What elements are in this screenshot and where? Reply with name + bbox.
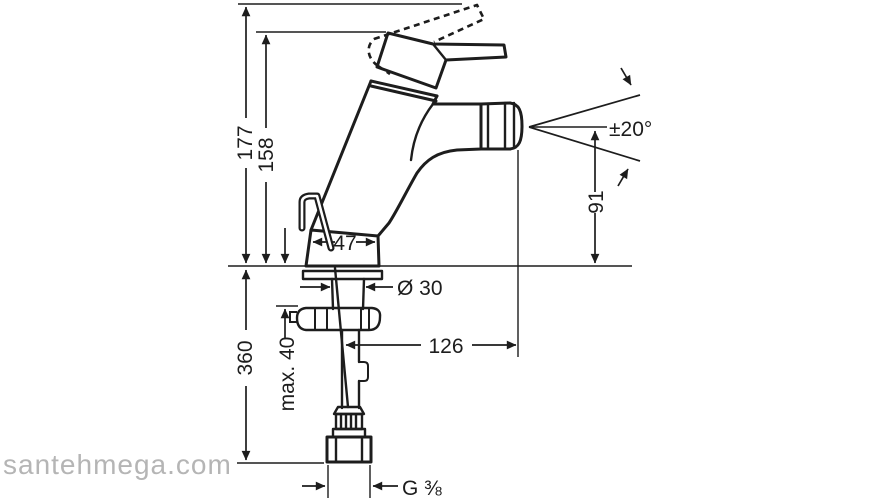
- dim-max-thickness-label: max. 40: [276, 337, 299, 412]
- dim-spout-reach-label: 126: [428, 335, 463, 358]
- swivel-angle-annotation: [528, 67, 641, 187]
- handle-raised-position-dashed: [367, 3, 486, 76]
- dim-body-width-label: 47: [333, 232, 356, 255]
- reference-lines: [228, 3, 632, 498]
- faucet-outline: [298, 31, 524, 268]
- dim-swivel-angle-label: ±20°: [609, 118, 652, 141]
- dim-total-height-label: 177: [234, 125, 257, 160]
- handle-lever: [375, 31, 508, 90]
- dimension-labels: 177 158 360 max. 40 91 47 Ø 30 126 ±20° …: [234, 118, 652, 500]
- dim-aerator-height-label: 91: [585, 190, 608, 213]
- escutcheon-plate: [301, 269, 384, 281]
- pop-up-rod: [298, 192, 335, 252]
- below-deck-assembly: [289, 266, 384, 464]
- hose-connector-nut: [325, 435, 373, 464]
- dim-spout-top-height-label: 158: [255, 137, 278, 172]
- dim-shank-diameter-label: Ø 30: [397, 277, 443, 300]
- watermark-text: santehmega.com: [3, 449, 232, 480]
- dim-hose-length-label: 360: [234, 340, 257, 375]
- dimension-lines: [241, 6, 600, 491]
- dim-thread-size-label: G ⅜: [402, 477, 442, 500]
